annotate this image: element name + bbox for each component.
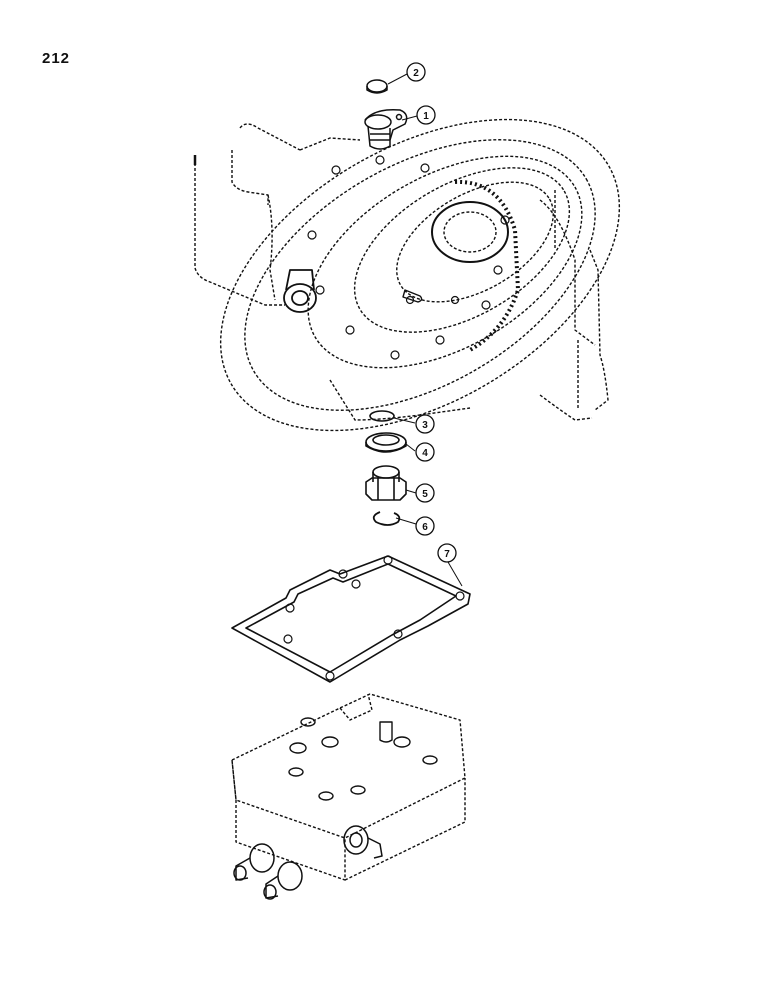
page-number: 212 (42, 50, 71, 67)
callout-1-label: 1 (423, 111, 429, 122)
transmission-housing (193, 118, 621, 432)
callout-7-label: 7 (444, 549, 450, 560)
callout-2-label: 2 (413, 68, 419, 79)
part-7-gasket (231, 555, 471, 683)
part-1-flanged-fitting (364, 108, 408, 150)
part-4-seal-ring (365, 432, 407, 453)
callout-7: 7 (437, 543, 457, 563)
callout-6: 6 (415, 516, 435, 536)
callout-5-label: 5 (422, 489, 428, 500)
leader-lines (387, 73, 463, 587)
callout-6-label: 6 (422, 522, 428, 533)
part-2-plug-cap (366, 79, 388, 94)
callout-3-label: 3 (422, 420, 428, 431)
callout-4: 4 (415, 442, 435, 462)
part-6-snap-ring (372, 511, 401, 526)
part-3-o-ring (369, 410, 395, 422)
valve-body (231, 693, 466, 900)
callout-4-label: 4 (422, 448, 428, 459)
callout-3: 3 (415, 414, 435, 434)
callout-2: 2 (406, 62, 426, 82)
part-5-hex-adapter (365, 465, 407, 501)
callout-5: 5 (415, 483, 435, 503)
callout-1: 1 (416, 105, 436, 125)
